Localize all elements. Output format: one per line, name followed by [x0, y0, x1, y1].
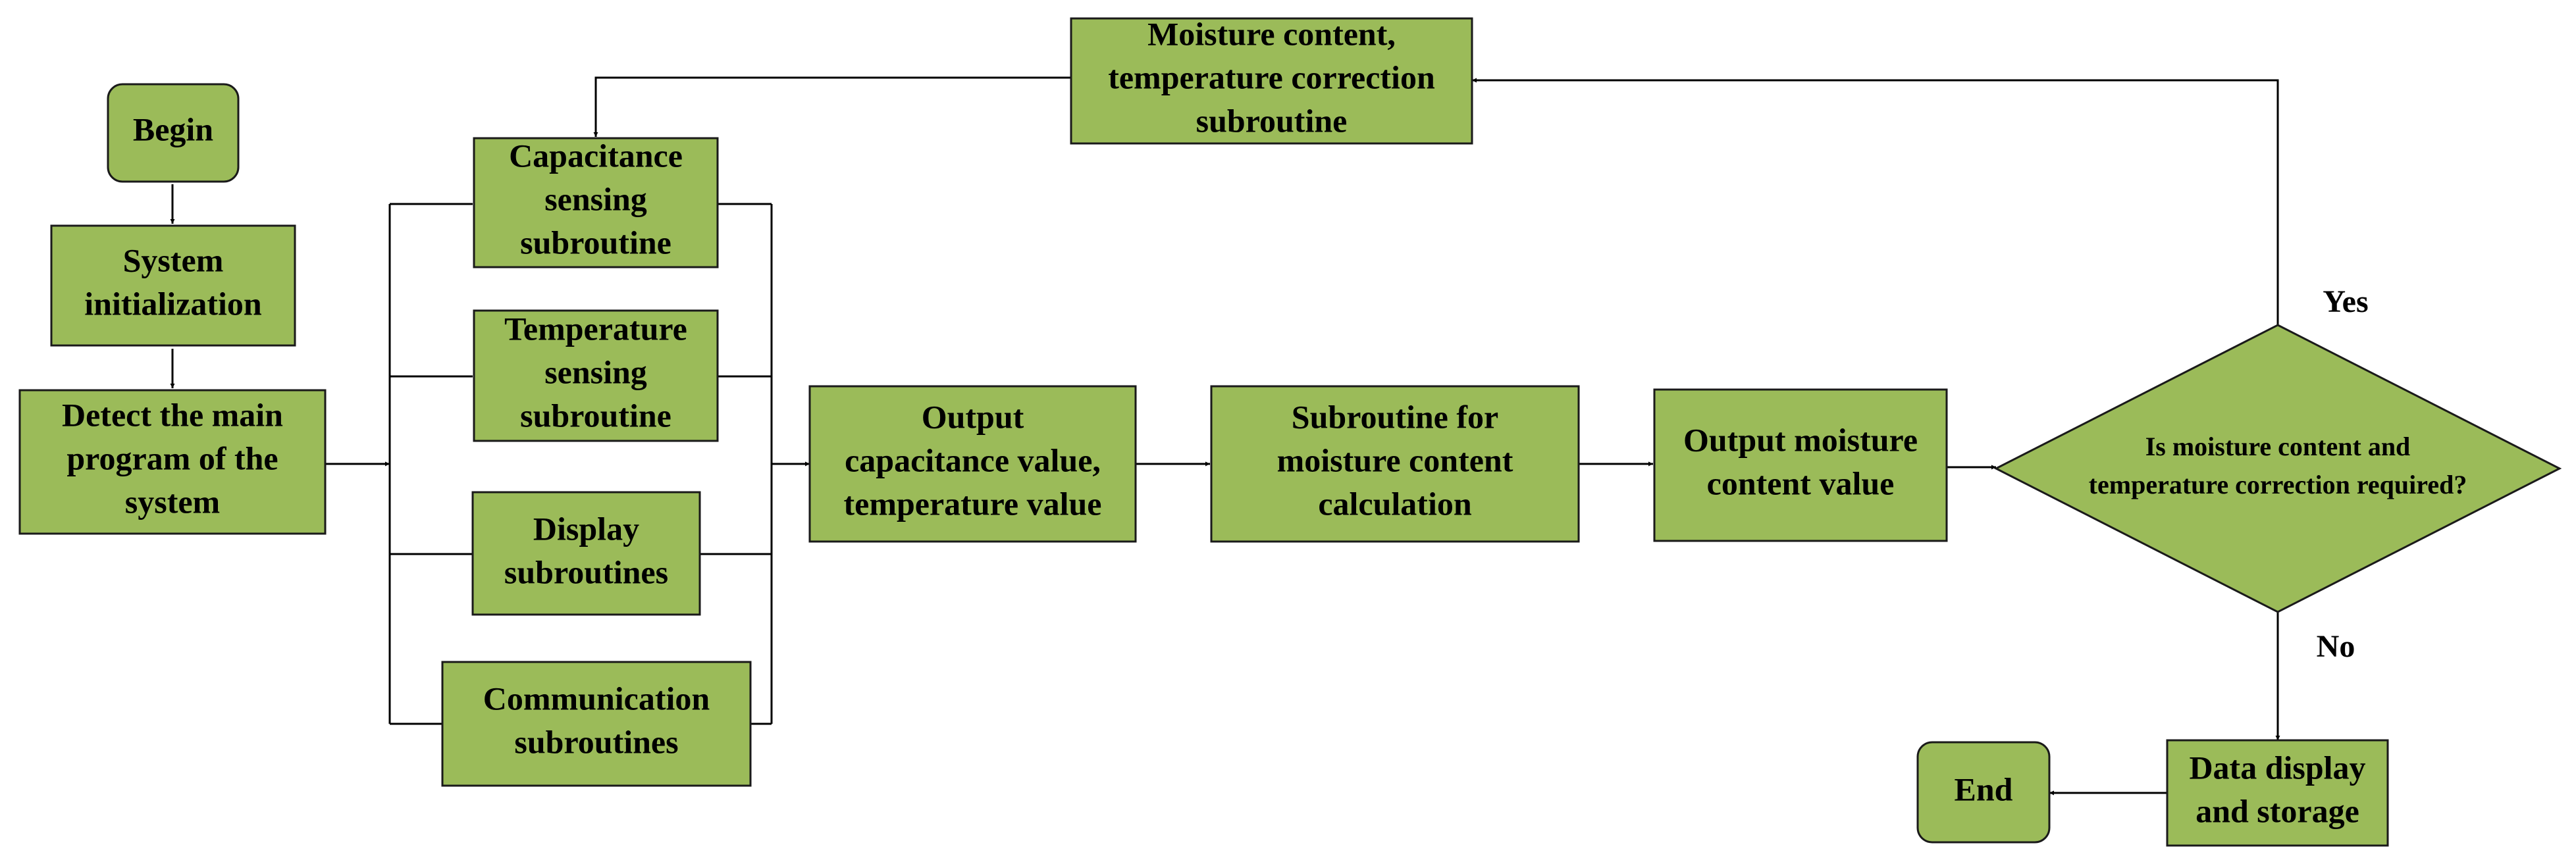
process-box — [1210, 385, 1580, 543]
process-box — [1653, 388, 1948, 542]
node-label-line: Begin — [133, 111, 213, 147]
node-label-line: Communication — [483, 680, 710, 717]
no-label: No — [2317, 629, 2355, 664]
node-label-line: Output moisture — [1683, 421, 1918, 458]
node-label-line: content value — [1707, 465, 1895, 501]
node-label-line: Is moisture content and — [2145, 432, 2411, 461]
process-box — [808, 385, 1137, 543]
node-label-line: subroutine — [1196, 102, 1348, 139]
node-label-line: subroutine — [520, 224, 671, 261]
node-label-line: System — [123, 241, 224, 278]
node-correction: Moisture content, temperature correction s… — [1070, 15, 1473, 145]
terminal-box — [1916, 741, 2051, 844]
terminal-box — [107, 83, 240, 183]
arrow-yes-to-correction — [1472, 78, 2279, 326]
node-label-line: temperature value — [843, 485, 1101, 522]
process-box — [2166, 739, 2389, 847]
process-box — [18, 389, 327, 535]
node-label-line: calculation — [1318, 485, 1472, 522]
node-label-line: system — [125, 483, 220, 520]
arrow-correction-to-capacitance — [593, 76, 1071, 137]
process-box — [473, 309, 719, 442]
process-box — [473, 137, 719, 268]
node-label-line: End — [1955, 771, 2013, 807]
node-label-line: capacitance value, — [845, 442, 1101, 478]
node-label-line: Detect the main — [62, 396, 283, 433]
node-label-line: subroutines — [504, 553, 668, 590]
node-label-line: Display — [533, 510, 639, 547]
process-box — [50, 224, 296, 347]
yes-label: Yes — [2323, 284, 2368, 319]
process-box — [471, 491, 701, 616]
node-label-line: Capacitance — [509, 137, 683, 174]
node-label-line: initialization — [84, 285, 262, 322]
node-label-line: Moisture content, — [1147, 15, 1396, 52]
node-communication: Communication subroutines — [441, 661, 752, 787]
node-decision: Is moisture content and temperature corre… — [1993, 324, 2562, 613]
node-label-line: sensing — [544, 353, 647, 390]
node-label-line: Data display — [2189, 749, 2365, 786]
node-label-line: temperature correction — [1108, 59, 1435, 95]
node-label-line: subroutine — [520, 397, 671, 434]
node-label-line: sensing — [544, 180, 647, 217]
node-label-line: moisture content — [1277, 442, 1513, 478]
decision-diamond — [1993, 324, 2562, 613]
node-begin: Begin — [107, 83, 240, 183]
connectors — [170, 76, 2280, 796]
node-label-line: Output — [922, 398, 1024, 435]
node-temperature: Temperature sensing subroutine — [473, 309, 719, 442]
node-label-line: subroutines — [514, 723, 678, 760]
node-data-display: Data display and storage — [2166, 739, 2389, 847]
node-display: Display subroutines — [471, 491, 701, 616]
node-detect: Detect the main program of the system — [18, 389, 327, 535]
node-init: System initialization — [50, 224, 296, 347]
process-box — [441, 661, 752, 787]
node-end: End — [1916, 741, 2051, 844]
node-capacitance: Capacitance sensing subroutine — [473, 137, 719, 268]
node-label-line: program of the — [66, 440, 278, 476]
node-label-line: Subroutine for — [1292, 398, 1498, 435]
node-label-line: Temperature — [504, 310, 687, 347]
process-box — [1070, 17, 1473, 145]
node-moisture-calc: Subroutine for moisture content calculatio… — [1210, 385, 1580, 543]
node-label-line: temperature correction required? — [2089, 470, 2467, 499]
node-label-line: and storage — [2195, 792, 2359, 829]
node-output-moist: Output moisture content value — [1653, 388, 1948, 542]
node-output-cap: Output capacitance value, temperature valu… — [808, 385, 1137, 543]
